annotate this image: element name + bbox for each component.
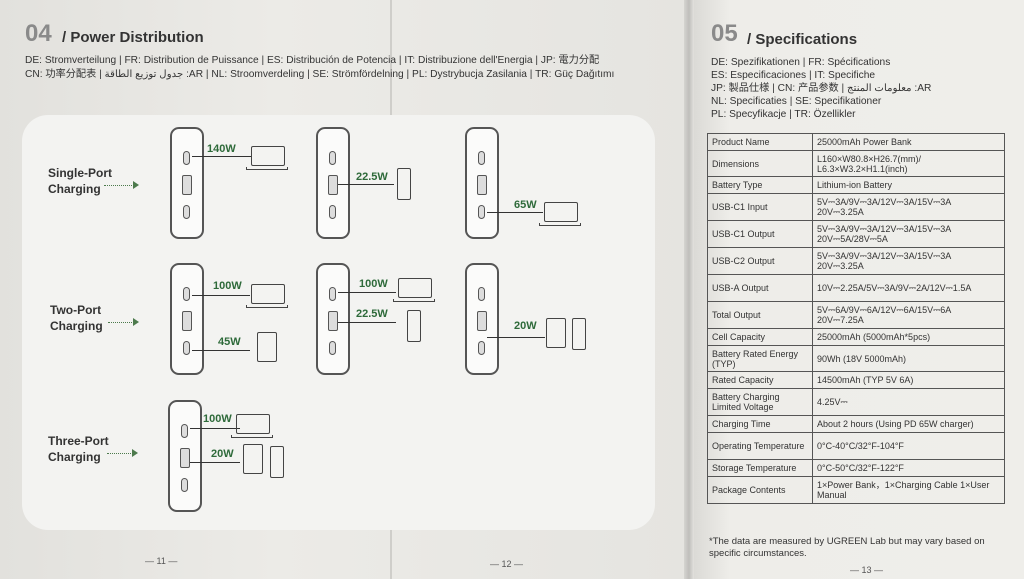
spec-value: L160×W80.8×H26.7(mm)/ L6.3×W3.2×H1.1(inc…: [812, 150, 1005, 177]
phone-icon: [270, 446, 284, 478]
spec-key: Dimensions: [707, 150, 813, 177]
laptop-icon: [539, 202, 581, 226]
phone-icon: [397, 168, 411, 200]
power-bank-icon: [168, 400, 202, 512]
spec-value: 0°C-40°C/32°F-104°F: [812, 432, 1005, 460]
spec-value: Lithium-ion Battery: [812, 176, 1005, 194]
watt-label: 140W: [207, 143, 236, 155]
spec-value: 90Wh (18V 5000mAh): [812, 345, 1005, 372]
laptop-icon: [246, 146, 288, 170]
spec-value: 5V⎓6A/9V⎓6A/12V⎓6A/15V⎓6A 20V⎓7.25A: [812, 301, 1005, 329]
watt-label: 45W: [218, 336, 241, 348]
section-number: 05: [711, 20, 738, 47]
page-number: — 11 —: [145, 556, 178, 566]
row-label-single: Single-Port Charging: [48, 166, 113, 196]
spec-value: 5V⎓3A/9V⎓3A/12V⎓3A/15V⎓3A 20V⎓5A/28V⎓5A: [812, 220, 1005, 248]
spec-value: 25000mAh (5000mAh*5pcs): [812, 328, 1005, 346]
power-bank-icon: [170, 127, 204, 239]
spec-key: Battery Type: [707, 176, 813, 194]
spec-key: USB-A Output: [707, 274, 813, 302]
laptop-icon: [231, 414, 273, 438]
power-bank-icon: [316, 263, 350, 375]
spec-key: Operating Temperature: [707, 432, 813, 460]
arrow-icon: [108, 318, 139, 326]
arrow-icon: [107, 449, 138, 457]
power-bank-icon: [465, 263, 499, 375]
tablet-icon: [243, 444, 263, 474]
spec-key: Battery Rated Energy (TYP): [707, 345, 813, 372]
watt-label: 22.5W: [356, 308, 388, 320]
phone-icon: [572, 318, 586, 350]
page-number: — 13 —: [850, 565, 884, 575]
language-line: CN: 功率分配表 | جدول توزيع الطاقة :AR | NL: …: [25, 69, 615, 80]
language-line: NL: Specificaties | SE: Specifikationer: [711, 96, 882, 107]
page-number: — 12 —: [490, 559, 524, 569]
power-bank-icon: [170, 263, 204, 375]
watt-label: 20W: [514, 320, 537, 332]
spec-value: 1×Power Bank，1×Charging Cable 1×User Man…: [812, 476, 1005, 504]
spec-key: Product Name: [707, 133, 813, 151]
tablet-icon: [257, 332, 277, 362]
language-line: DE: Stromverteilung | FR: Distribution d…: [25, 55, 600, 66]
watt-label: 100W: [203, 413, 232, 425]
spec-value: 25000mAh Power Bank: [812, 133, 1005, 151]
spec-key: USB-C1 Input: [707, 193, 813, 221]
laptop-icon: [393, 278, 435, 302]
watt-label: 20W: [211, 448, 234, 460]
spec-value: 5V⎓3A/9V⎓3A/12V⎓3A/15V⎓3A 20V⎓3.25A: [812, 247, 1005, 275]
spec-key: Battery Charging Limited Voltage: [707, 388, 813, 416]
spec-key: Rated Capacity: [707, 371, 813, 389]
spec-key: Storage Temperature: [707, 459, 813, 477]
spec-key: Total Output: [707, 301, 813, 329]
spec-key: Charging Time: [707, 415, 813, 433]
arrow-icon: [104, 181, 139, 189]
row-label-three: Three-Port Charging: [48, 434, 109, 464]
spec-value: 5V⎓3A/9V⎓3A/12V⎓3A/15V⎓3A 20V⎓3.25A: [812, 193, 1005, 221]
row-label-two: Two-Port Charging: [50, 303, 103, 333]
watt-label: 22.5W: [356, 171, 388, 183]
watt-label: 100W: [359, 278, 388, 290]
spec-value: 0°C-50°C/32°F-122°F: [812, 459, 1005, 477]
watt-label: 65W: [514, 199, 537, 211]
language-line: ES: Especificaciones | IT: Specifiche: [711, 70, 876, 81]
laptop-icon: [246, 284, 288, 308]
page-fold: [684, 0, 694, 579]
power-bank-icon: [316, 127, 350, 239]
language-line: JP: 製品仕様 | CN: 产品参数 | معلومات المنتج :AR: [711, 83, 932, 94]
footnote: *The data are measured by UGREEN Lab but…: [709, 536, 985, 559]
phone-icon: [407, 310, 421, 342]
watt-label: 100W: [213, 280, 242, 292]
section-title: / Power Distribution: [62, 29, 204, 46]
section-number: 04: [25, 20, 52, 47]
section-title: / Specifications: [747, 31, 858, 48]
spec-value: About 2 hours (Using PD 65W charger): [812, 415, 1005, 433]
spec-value: 10V⎓2.25A/5V⎓3A/9V⎓2A/12V⎓1.5A: [812, 274, 1005, 302]
spec-key: Package Contents: [707, 476, 813, 504]
language-line: DE: Spezifikationen | FR: Spécifications: [711, 57, 891, 68]
spec-key: USB-C2 Output: [707, 247, 813, 275]
spec-value: 14500mAh (TYP 5V 6A): [812, 371, 1005, 389]
power-bank-icon: [465, 127, 499, 239]
spec-key: Cell Capacity: [707, 328, 813, 346]
tablet-icon: [546, 318, 566, 348]
language-line: PL: Specyfikacje | TR: Özellikler: [711, 109, 856, 120]
spec-key: USB-C1 Output: [707, 220, 813, 248]
spec-value: 4.25V⎓: [812, 388, 1005, 416]
